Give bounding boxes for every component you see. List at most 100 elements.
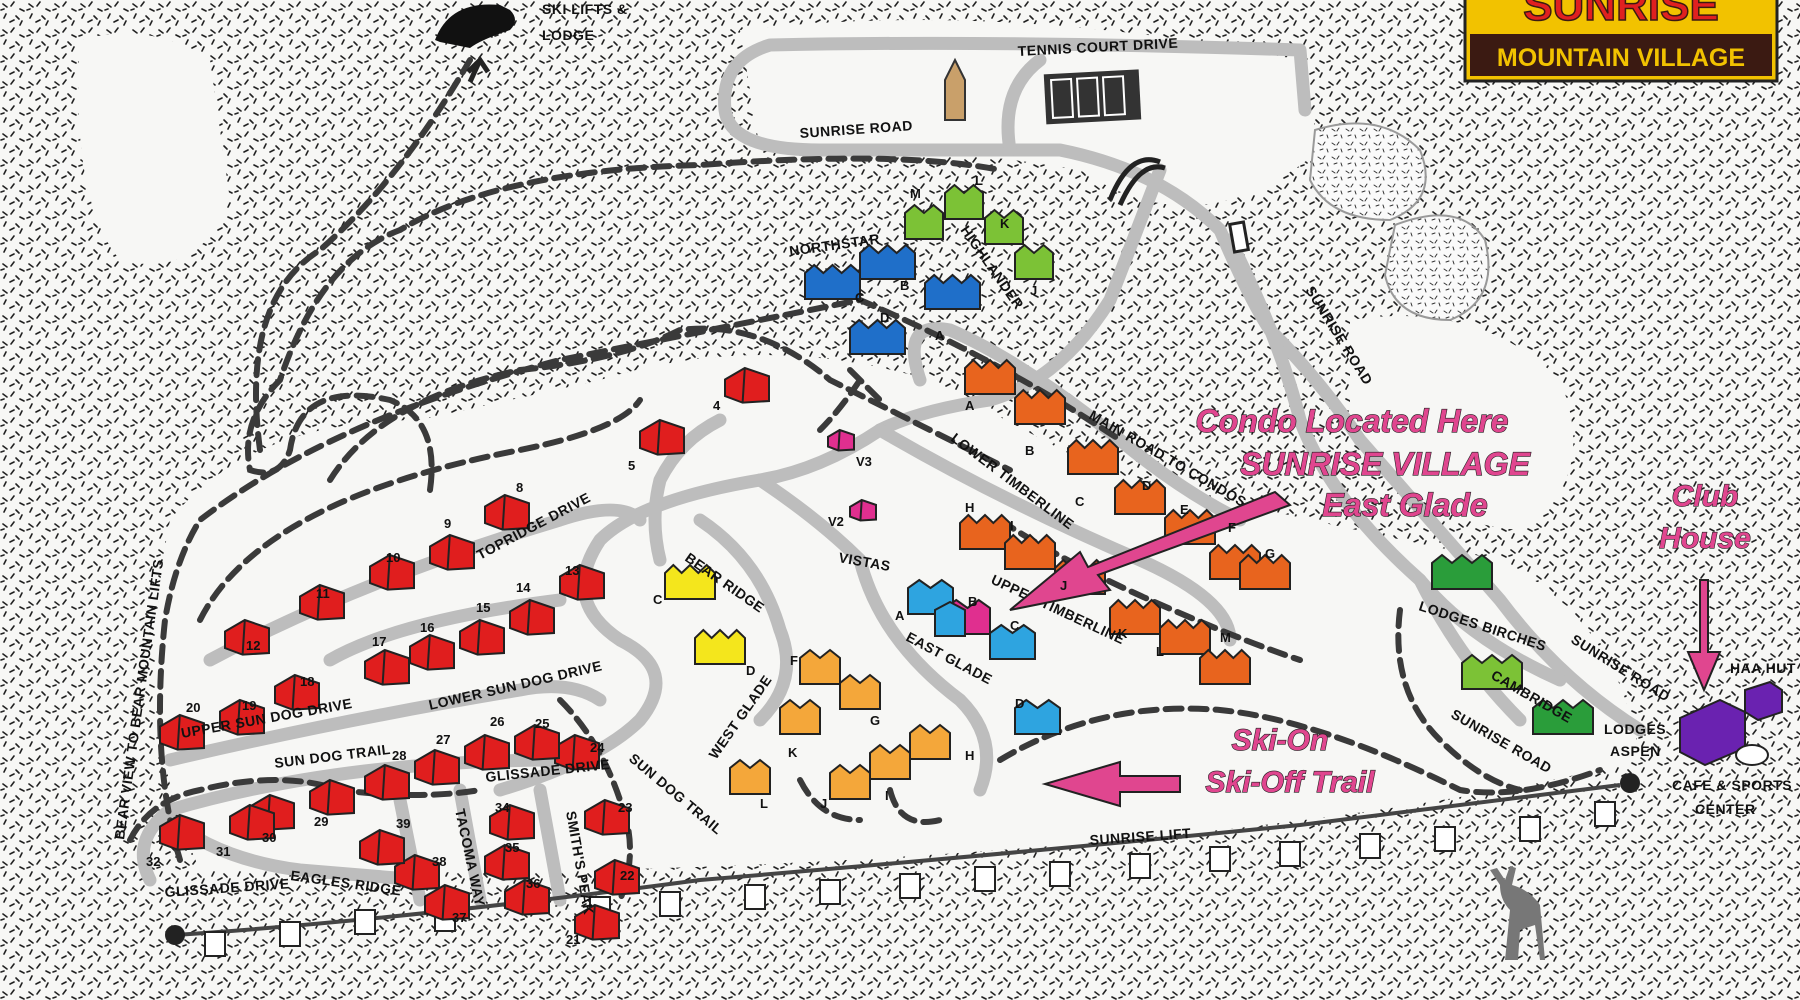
lot-8-number: 8 — [516, 480, 523, 495]
northstar-building-3 — [849, 318, 906, 355]
lot-16-number: 16 — [420, 620, 434, 635]
west-glade-marker-h: H — [965, 748, 974, 763]
lot-23-building — [584, 798, 630, 836]
lot-4-building — [724, 366, 770, 404]
lot-11-number: 11 — [316, 586, 330, 601]
lot-32-building — [159, 813, 205, 851]
label-ski-lifts-1: SKI LIFTS & — [542, 1, 628, 17]
sign-icon — [1227, 220, 1251, 254]
northstar-marker-d: D — [880, 310, 889, 325]
lot-24-building — [554, 733, 600, 771]
west-glade-building-7 — [729, 758, 771, 795]
east-glade-marker-d: D — [1015, 696, 1024, 711]
lift-chair-8 — [819, 879, 841, 905]
lot-24-number: 24 — [590, 740, 605, 755]
lodges-birches-building — [1431, 553, 1493, 590]
timberline-building-1 — [964, 358, 1016, 395]
timberline-marker-k: K — [1118, 626, 1128, 641]
condo-buildings — [159, 183, 1594, 941]
highlander-marker-k: K — [1000, 216, 1010, 231]
timberline-building-2 — [1014, 388, 1066, 425]
callouts: Condo Located Here SUNRISE VILLAGE East … — [1195, 402, 1752, 799]
highlander-marker-l: L — [975, 173, 983, 188]
timberline-marker-g: G — [1265, 546, 1275, 561]
label-sunrise-road-top: SUNRISE ROAD — [799, 117, 913, 141]
lift-chair-3 — [354, 909, 376, 935]
timberline-building-7 — [1239, 553, 1291, 590]
east-glade-building-1b — [934, 600, 966, 637]
timberline-marker-l: L — [1156, 644, 1164, 659]
ski-lodge-icon — [435, 4, 515, 84]
lot-18-building — [274, 673, 320, 711]
lot-20-building — [159, 713, 205, 751]
lot-34-number: 34 — [495, 800, 510, 815]
west-glade-building-4 — [909, 723, 951, 760]
northstar-building-2 — [859, 243, 916, 280]
timberline-marker-m: M — [1220, 630, 1231, 645]
lift-chair-10 — [974, 866, 996, 892]
west-glade-marker-f: F — [790, 653, 798, 668]
west-glade-marker-l: L — [760, 796, 768, 811]
timberline-marker-e: E — [1180, 502, 1189, 517]
lift-chair-15 — [1359, 833, 1381, 859]
chapel-icon — [944, 57, 966, 121]
lot-11-building — [299, 583, 345, 621]
lot-14-number: 14 — [516, 580, 531, 595]
east-glade-marker-b: B — [968, 594, 977, 609]
west-glade-building-2 — [839, 673, 881, 710]
lift-chair-11 — [1049, 861, 1071, 887]
cafe-building — [1679, 680, 1783, 767]
lift-chair-1 — [204, 931, 226, 957]
lift-chair-7 — [744, 884, 766, 910]
timberline-marker-b: B — [1025, 443, 1034, 458]
lot-12-building — [224, 618, 270, 656]
lot-9-number: 9 — [444, 516, 451, 531]
timberline-marker-f: F — [1228, 520, 1236, 535]
lot-16-building — [409, 633, 455, 671]
bear-ridge-marker-d: D — [746, 663, 755, 678]
cambridge-building — [1461, 653, 1523, 690]
ski-trails — [127, 57, 1603, 903]
lot-29-number: 29 — [314, 814, 328, 829]
lift-chair-18 — [1594, 801, 1616, 827]
northstar-building-1 — [804, 263, 861, 300]
lot-35-building — [484, 843, 530, 881]
highlander-building-3 — [984, 208, 1024, 245]
deer-icon — [1490, 866, 1545, 960]
label-haa-hut: HAA HUT — [1730, 660, 1796, 676]
lot-32-number: 32 — [146, 854, 160, 869]
lot-29-building — [309, 778, 355, 816]
label-lodges-aspen-1: LODGES — [1604, 721, 1666, 737]
callout-condo-1: Condo Located Here — [1196, 403, 1509, 439]
lot-15-number: 15 — [476, 600, 490, 615]
lot-28-number: 28 — [392, 748, 406, 763]
callout-club-1: Club — [1672, 480, 1739, 513]
west-glade-building-5 — [869, 743, 911, 780]
label-ski-lifts-2: LODGE — [542, 27, 594, 43]
logo-brand: SUNRISE — [1523, 0, 1719, 30]
west-glade-marker-g: G — [870, 713, 880, 728]
lot-5-building — [639, 418, 685, 456]
label-sunrise-lift: SUNRISE LIFT — [1089, 825, 1192, 848]
lot-21-building — [574, 903, 620, 941]
lot-9-building — [429, 533, 475, 571]
west-glade-building-6 — [829, 763, 871, 800]
lot-13-building — [559, 563, 605, 601]
label-lodges-aspen-2: ASPEN — [1610, 743, 1661, 759]
lot-39-number: 39 — [396, 816, 410, 831]
lot-22-number: 22 — [620, 868, 634, 883]
label-cafe-1: CAFE & SPORTS — [1672, 777, 1792, 793]
vistas-v3-building — [827, 428, 855, 452]
lot-4-number: 4 — [713, 398, 721, 413]
lot-31-building — [229, 803, 275, 841]
callout-ski-1: Ski-On — [1232, 724, 1329, 757]
northstar-marker-a: A — [935, 328, 945, 343]
lot-28-building — [364, 763, 410, 801]
highlander-building-1 — [904, 203, 944, 240]
west-glade-marker-k: K — [788, 745, 798, 760]
lift-chair-16 — [1434, 826, 1456, 852]
lot-19-number: 19 — [242, 698, 256, 713]
lot-36-building — [504, 878, 550, 916]
condo-arrow — [1009, 490, 1292, 611]
logo-subtitle: MOUNTAIN VILLAGE — [1497, 44, 1745, 72]
